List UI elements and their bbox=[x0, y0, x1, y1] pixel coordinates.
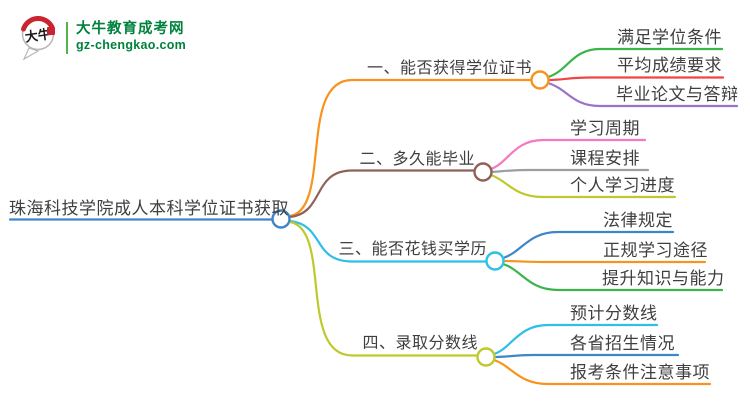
connector-branch-2-child-1 bbox=[489, 138, 647, 171]
branch-1-child-2-label: 平均成绩要求 bbox=[617, 56, 722, 75]
connector-branch-2-child-3 bbox=[489, 173, 677, 199]
branch-2-child-3-label: 个人学习进度 bbox=[570, 176, 675, 195]
branch-2-label: 二、多久能毕业 bbox=[359, 151, 475, 168]
logo-domain: gz-chengkao.com bbox=[76, 38, 187, 52]
connector-branch-3-child-2 bbox=[501, 259, 707, 264]
branch-3-child-3-label: 提升知识与能力 bbox=[602, 269, 725, 288]
connector-branch-3 bbox=[288, 219, 488, 263]
branch-3-child-2-label: 正规学习途径 bbox=[603, 241, 708, 260]
logo-bubble-icon: 大牛 bbox=[21, 16, 55, 61]
branch-1-node-circle bbox=[530, 70, 550, 90]
root-node-label: 珠海科技学院成人本科学位证书获取 bbox=[9, 199, 289, 218]
root-node-circle bbox=[271, 209, 291, 229]
logo-title: 大牛教育成考网 bbox=[76, 21, 185, 37]
connector-branch-4-child-2 bbox=[492, 353, 680, 359]
branch-2-child-1-label: 学习周期 bbox=[570, 119, 640, 138]
connector-branch-2 bbox=[288, 169, 476, 219]
connector-branch-2-child-2 bbox=[490, 168, 650, 174]
logo-divider bbox=[66, 22, 68, 54]
branch-4-child-1-label: 预计分数线 bbox=[570, 304, 658, 323]
logo-icon-text: 大牛 bbox=[24, 26, 52, 44]
branch-4-label: 四、录取分数线 bbox=[362, 335, 478, 352]
branch-4-node-circle bbox=[476, 347, 496, 367]
connector-branch-3-child-1 bbox=[501, 230, 675, 260]
connector-branch-1-child-3 bbox=[546, 81, 739, 108]
branch-2-node-circle bbox=[473, 162, 493, 182]
branch-1-child-3-label: 毕业论文与答辩 bbox=[616, 85, 739, 104]
branch-1-label: 一、能否获得学位证书 bbox=[366, 60, 532, 77]
branch-4-child-3-label: 报考条件注意事项 bbox=[570, 363, 710, 382]
connector-branch-4-child-1 bbox=[492, 323, 659, 356]
branch-3-label: 三、能否花钱买学历 bbox=[338, 241, 487, 258]
connector-branch-1-child-2 bbox=[546, 76, 725, 82]
branch-3-node-circle bbox=[485, 251, 505, 271]
connector-branch-4-child-3 bbox=[492, 358, 712, 386]
branch-3-child-1-label: 法律规定 bbox=[603, 211, 673, 230]
logo-text-block: 大牛教育成考网 gz-chengkao.com bbox=[76, 21, 186, 53]
logo: 大牛 大牛教育成考网 gz-chengkao.com bbox=[16, 12, 186, 62]
branch-2-child-2-label: 课程安排 bbox=[570, 149, 640, 168]
connector-branch-1 bbox=[288, 78, 533, 218]
connector-branch-1-child-1 bbox=[546, 47, 724, 79]
branch-4-child-2-label: 各省招生情况 bbox=[570, 334, 675, 353]
logo-seal bbox=[47, 27, 55, 35]
connector-branch-4 bbox=[288, 220, 479, 357]
branch-1-child-1-label: 满足学位条件 bbox=[617, 28, 722, 47]
connector-branch-3-child-3 bbox=[501, 262, 724, 292]
